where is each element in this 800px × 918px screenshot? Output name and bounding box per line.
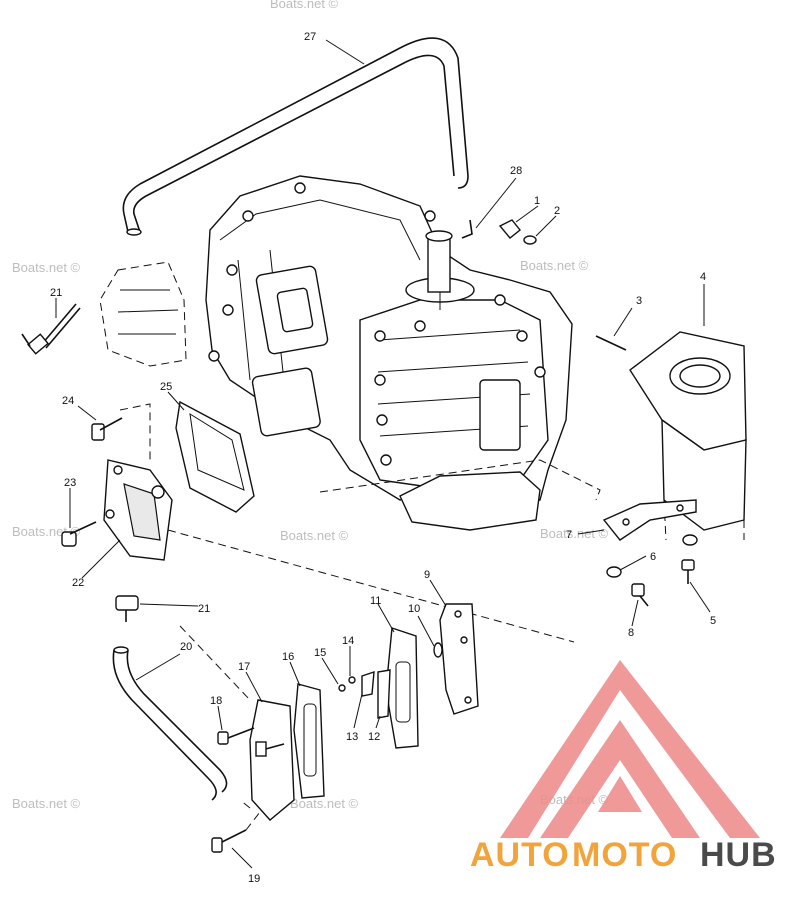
callout-1: 1 [534, 195, 540, 207]
callout-5: 5 [710, 615, 716, 627]
callout-7: 7 [566, 529, 572, 541]
screw-18 [217, 727, 255, 745]
callout-2: 2 [554, 205, 560, 217]
dowel-10 [433, 642, 443, 658]
callout-11: 11 [370, 595, 381, 607]
watermark: Boats.net © [12, 260, 81, 275]
callout-19: 19 [248, 873, 260, 885]
callout-25: 25 [160, 381, 172, 393]
watermark: Boats.net © [12, 796, 81, 811]
washer-2 [523, 235, 537, 245]
leader-dash-2 [179, 625, 261, 831]
bolt-8 [631, 583, 649, 607]
washer-6 [606, 566, 622, 578]
callout-13: 13 [346, 731, 358, 743]
reed-plate-9 [439, 603, 479, 715]
reed-block-11 [385, 627, 419, 749]
gasket-25 [175, 400, 255, 513]
watermark: Boats.net © [520, 258, 589, 273]
engine-block [205, 175, 573, 531]
reed-12 [377, 669, 391, 719]
callout-24: 24 [62, 395, 74, 407]
watermark: Boats.net © [540, 526, 609, 541]
callout-14: 14 [342, 635, 354, 647]
bolt-24 [91, 417, 123, 441]
automotohub-wordmark: AUTO MOTO HUB [470, 836, 777, 874]
watermark: Boats.net © [290, 796, 359, 811]
watermark: Boats.net © [270, 0, 339, 11]
gasket-lines [117, 289, 179, 335]
alignment-line [167, 529, 575, 643]
callout-23: 23 [64, 477, 76, 489]
gasket-outline [99, 261, 187, 367]
callout-labels: 27 28 1 2 3 4 21 24 25 23 22 7 6 5 8 9 1… [50, 31, 716, 885]
alignment-line-2 [319, 459, 601, 501]
brand-moto: MOTO [572, 836, 677, 874]
stop-13 [361, 670, 375, 697]
stud-3 [595, 335, 627, 351]
bracket-7 [602, 499, 697, 541]
callout-12: 12 [368, 731, 380, 743]
fitting-21-lower [115, 595, 139, 622]
hose-20 [112, 646, 228, 801]
callout-27: 27 [304, 31, 316, 43]
callout-20: 20 [180, 641, 192, 653]
callout-8: 8 [628, 627, 634, 639]
callout-28: 28 [510, 165, 522, 177]
screw-5 [681, 559, 695, 584]
leader-dash [119, 403, 151, 460]
screw-19 [211, 829, 247, 853]
callout-10: 10 [408, 603, 420, 615]
callout-4: 4 [700, 271, 706, 283]
automotohub-logo-mark [500, 660, 760, 838]
brand-auto: AUTO [470, 836, 570, 874]
watermark: Boats.net © [280, 528, 349, 543]
elbow-28 [461, 219, 473, 239]
callout-15: 15 [314, 647, 326, 659]
screw-14 [348, 676, 356, 684]
callout-22: 22 [72, 577, 84, 589]
fitting-21-top [21, 303, 81, 355]
fitting-23 [61, 521, 97, 547]
callout-21: 21 [50, 287, 62, 299]
gasket-16 [293, 683, 325, 799]
callout-16: 16 [282, 651, 294, 663]
washer-15 [338, 684, 346, 692]
callout-21-lower: 21 [198, 603, 210, 615]
nut-1 [498, 219, 521, 239]
callout-9: 9 [424, 569, 430, 581]
callout-6: 6 [650, 551, 656, 563]
cover-17 [249, 699, 295, 821]
cover-plate-22 [103, 459, 173, 561]
brand-hub: HUB [700, 836, 777, 874]
callout-17: 17 [238, 661, 250, 673]
callout-18: 18 [210, 695, 222, 707]
callout-3: 3 [636, 295, 642, 307]
hose-27 [122, 37, 469, 236]
leader-lines [55, 39, 711, 869]
